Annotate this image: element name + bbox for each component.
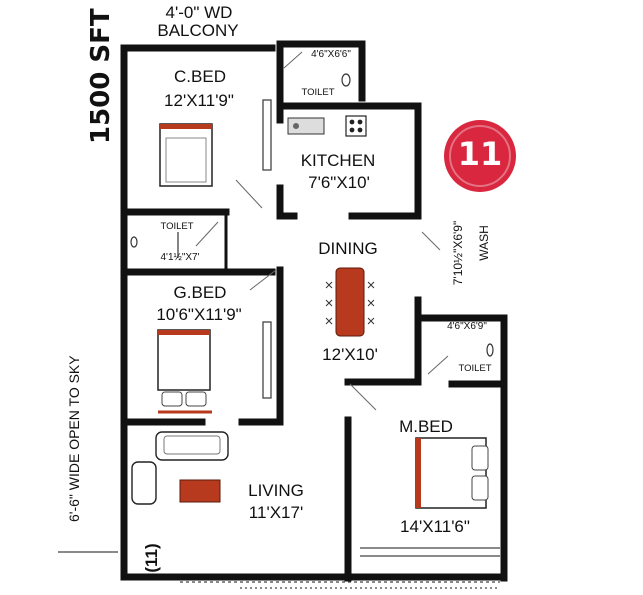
area-label: 1500 SFT: [86, 8, 116, 144]
kitchen-size: 7'6"X10': [308, 173, 370, 192]
pillow-icon: [185, 391, 207, 407]
open-to-sky-label: 6'-6" WIDE OPEN TO SKY: [66, 355, 82, 522]
unit-badge-number: 11: [457, 135, 503, 173]
bed-cbed-mattress: [165, 137, 207, 183]
toilet-right-fixture: [486, 343, 494, 357]
bed-mbed: [415, 437, 489, 509]
pillow-icon: [161, 391, 183, 407]
unit-badge-circle: [444, 120, 516, 192]
window-cbed: [262, 99, 272, 171]
doors: [195, 51, 449, 411]
armchair-icon: [131, 461, 157, 505]
window-gbed: [262, 321, 272, 399]
balcony-name: BALCONY: [157, 21, 239, 40]
kitchen-fixtures: [287, 115, 367, 137]
dining-name: DINING: [318, 239, 378, 258]
toilet-left-fixture: [130, 236, 138, 248]
chair-icon: [325, 281, 333, 289]
chair-icon: [367, 281, 375, 289]
unit-badge-ring: [449, 125, 511, 187]
bed-cbed-headboard: [160, 124, 212, 129]
cbed-size: 12'X11'9": [164, 91, 234, 110]
coffee-table-icon: [179, 479, 221, 503]
stove-burner-icon: [357, 119, 363, 125]
sofa-seat: [163, 435, 221, 455]
windows: [58, 99, 500, 589]
bed-gbed: [157, 329, 212, 414]
chair-icon: [325, 299, 333, 307]
stove-burner-icon: [349, 127, 355, 133]
chair-icon: [325, 317, 333, 325]
mbed-name: M.BED: [399, 417, 453, 436]
cbed-name: C.BED: [174, 67, 226, 86]
mbed-size: 14'X11'6": [400, 517, 470, 536]
door-cbed: [235, 179, 263, 209]
wash-size: 7'10½"X6'9": [451, 220, 465, 286]
door-gbed: [249, 269, 277, 291]
dining-chairs: [325, 281, 375, 325]
toilet-left-name: TOILET: [160, 221, 194, 232]
toilet-top-name: TOILET: [301, 87, 335, 98]
toilet-left-size: 4'1½"X7': [160, 252, 200, 263]
pillow-icon: [471, 445, 489, 471]
stove-burner-icon: [357, 127, 363, 133]
living-name: LIVING: [248, 481, 304, 500]
door-mbed: [349, 383, 377, 411]
dining-set: [325, 267, 375, 337]
bed-gbed-frame: [157, 329, 211, 391]
walls: [120, 40, 508, 582]
door-toilet-right: [427, 355, 449, 375]
fixtures: [130, 73, 494, 357]
entry-mark: (11): [142, 543, 161, 573]
dining-table: [335, 267, 365, 337]
bed-cbed: [159, 123, 213, 187]
bed-mbed-headboard: [416, 438, 421, 508]
living-furniture: [131, 431, 229, 505]
bed-gbed-headboard: [158, 330, 210, 335]
sink-tap-icon: [293, 123, 299, 129]
gbed-name: G.BED: [173, 283, 227, 302]
kitchen-name: KITCHEN: [300, 151, 376, 170]
stove-icon: [345, 115, 367, 137]
unit-badge: [444, 120, 516, 192]
toilet-right-size: 4'6"X6'9": [447, 321, 487, 332]
door-toilet-left: [195, 221, 219, 247]
toilet-right-name: TOILET: [458, 363, 492, 374]
sink-icon: [287, 117, 325, 135]
gbed-size: 10'6"X11'9": [156, 305, 242, 324]
chair-icon: [367, 299, 375, 307]
chair-icon: [367, 317, 375, 325]
dining-size: 12'X10': [322, 345, 378, 364]
balcony-dimension: 4'-0" WD: [165, 3, 233, 22]
toilet-top-size: 4'6"X6'6": [311, 49, 351, 60]
stove-burner-icon: [349, 119, 355, 125]
toilet-top-fixture: [341, 73, 351, 87]
door-wash: [421, 231, 441, 251]
living-size: 11'X17': [248, 503, 304, 522]
door-toilet-top: [283, 51, 303, 69]
wash-name: WASH: [477, 225, 491, 261]
pillow-icon: [471, 475, 489, 501]
sofa-icon: [155, 431, 229, 461]
bed-cbed-frame: [159, 123, 213, 187]
